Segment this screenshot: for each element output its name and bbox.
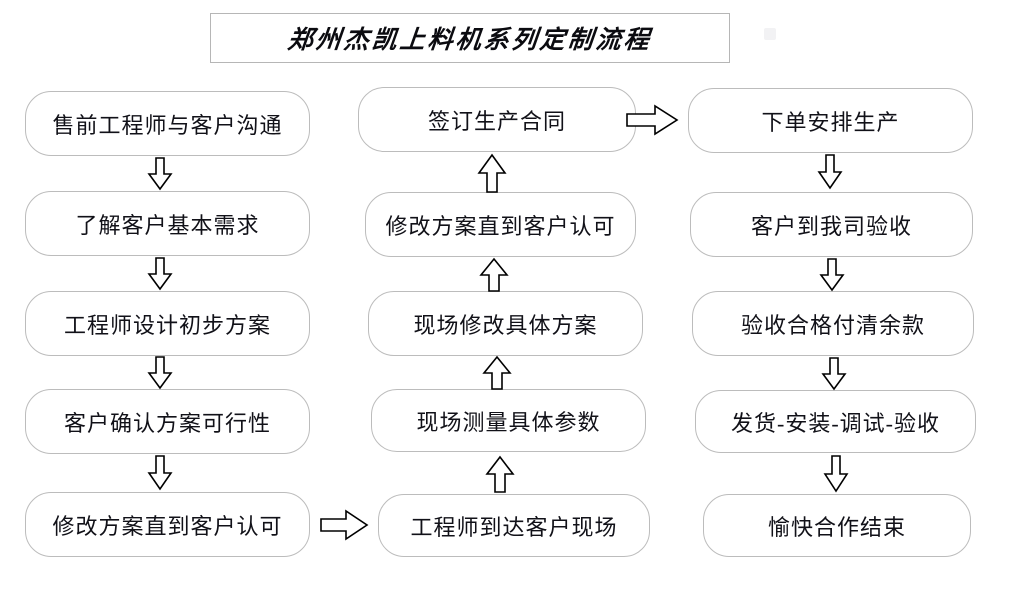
node-R2[interactable]: 客户到我司验收 [690, 192, 973, 257]
node-L2-label: 了解客户基本需求 [75, 212, 260, 238]
arrow-right-M1-R1 [626, 104, 679, 136]
node-M2-label: 修改方案直到客户认可 [385, 213, 616, 239]
node-L4[interactable]: 客户确认方案可行性 [25, 389, 310, 454]
node-M1-label: 签订生产合同 [427, 108, 566, 134]
node-L5[interactable]: 修改方案直到客户认可 [25, 492, 310, 557]
arrow-down-L2-L3 [145, 257, 175, 291]
arrow-down-L1-L2 [145, 157, 175, 191]
arrow-up-M3-M2 [478, 257, 510, 292]
node-M3-label: 现场修改具体方案 [413, 312, 598, 338]
node-M1[interactable]: 签订生产合同 [358, 87, 636, 152]
node-L2[interactable]: 了解客户基本需求 [25, 191, 310, 256]
arrow-down-L3-L4 [145, 356, 175, 390]
node-R3-label: 验收合格付清余款 [740, 312, 925, 338]
arrow-down-R2-R3 [817, 258, 847, 292]
node-R5-label: 愉快合作结束 [767, 514, 906, 540]
node-R3[interactable]: 验收合格付清余款 [692, 291, 974, 356]
node-M5[interactable]: 工程师到达客户现场 [378, 494, 650, 557]
arrow-up-M2-M1 [476, 153, 508, 193]
node-R1-label: 下单安排生产 [761, 109, 900, 135]
node-L4-label: 客户确认方案可行性 [63, 410, 271, 436]
node-L3[interactable]: 工程师设计初步方案 [25, 291, 310, 356]
node-M2[interactable]: 修改方案直到客户认可 [365, 192, 636, 257]
arrow-up-M5-M4 [484, 455, 516, 493]
node-M5-label: 工程师到达客户现场 [410, 514, 618, 540]
arrow-down-L4-L5 [145, 455, 175, 491]
node-R1[interactable]: 下单安排生产 [688, 88, 973, 153]
scan-artifact [764, 28, 776, 40]
node-L1-label: 售前工程师与客户沟通 [52, 112, 283, 138]
arrow-right-L5-M5 [320, 509, 369, 541]
node-L5-label: 修改方案直到客户认可 [52, 513, 283, 539]
node-M3[interactable]: 现场修改具体方案 [368, 291, 643, 356]
node-M4-label: 现场测量具体参数 [416, 409, 601, 435]
node-R4-label: 发货-安装-调试-验收 [731, 410, 940, 436]
arrow-down-R4-R5 [821, 455, 851, 493]
diagram-title-box: 郑州杰凯上料机系列定制流程 [210, 13, 730, 63]
arrow-down-R1-R2 [815, 154, 845, 190]
arrow-down-R3-R4 [819, 357, 849, 391]
node-R5[interactable]: 愉快合作结束 [703, 494, 971, 557]
node-L1[interactable]: 售前工程师与客户沟通 [25, 91, 310, 156]
node-M4[interactable]: 现场测量具体参数 [371, 389, 646, 452]
node-R2-label: 客户到我司验收 [750, 213, 912, 239]
diagram-title: 郑州杰凯上料机系列定制流程 [286, 27, 654, 54]
node-R4[interactable]: 发货-安装-调试-验收 [695, 390, 976, 453]
node-L3-label: 工程师设计初步方案 [63, 312, 271, 338]
arrow-up-M4-M3 [481, 355, 513, 390]
